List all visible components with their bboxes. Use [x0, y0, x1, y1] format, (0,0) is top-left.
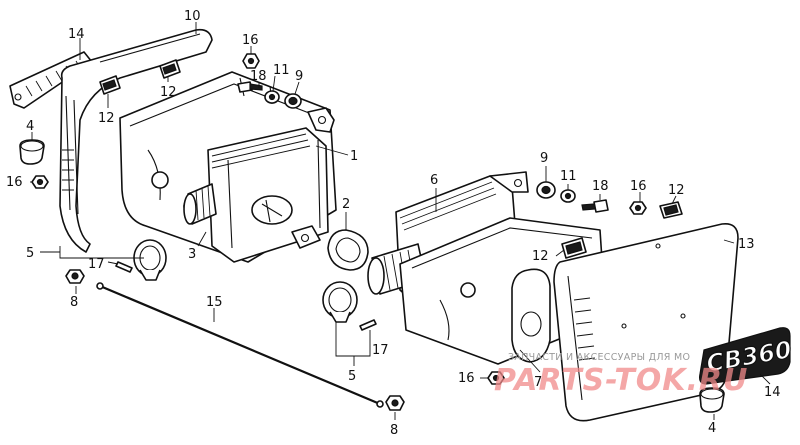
- callout-18-top: 18: [250, 69, 267, 84]
- part-12-left-grommet-b: [159, 59, 181, 79]
- watermark-subtitle: ЗАПЧАСТИ И АКСЕССУАРЫ ДЛЯ МО: [508, 352, 690, 363]
- part-8-left-nut: [65, 269, 85, 284]
- part-4-right-rubber-cap: [699, 387, 725, 413]
- left-mount-bracket: [291, 107, 335, 249]
- callout-5-left: 5: [26, 246, 34, 261]
- part-4-left-rubber-cap: [19, 139, 45, 165]
- callout-17-left: 17: [88, 257, 105, 272]
- callout-4-left: 4: [26, 119, 34, 134]
- callout-10: 10: [184, 9, 201, 24]
- callout-5-middle: 5: [348, 369, 356, 384]
- callout-12-right-a: 12: [532, 249, 549, 264]
- part-8-bottom-nut: [385, 395, 405, 411]
- callout-9-right: 9: [540, 151, 548, 166]
- part-16-nut-top: [242, 53, 260, 69]
- callout-1: 1: [350, 149, 358, 164]
- part-17-middle-screw: [359, 319, 377, 331]
- part-9-grommet-top: [284, 93, 302, 109]
- part-2-rubber-band: [327, 229, 369, 271]
- part-9-grommet-right: [536, 181, 556, 199]
- watermark: ЗАПЧАСТИ И АКСЕССУАРЫ ДЛЯ МО PARTS-TOK.R…: [494, 352, 748, 398]
- callout-11-top: 11: [273, 63, 290, 78]
- callout-8-bottom: 8: [390, 423, 398, 438]
- part-16-nut-left: [31, 175, 49, 189]
- callout-9-top: 9: [295, 69, 303, 84]
- callout-6: 6: [430, 173, 438, 188]
- callout-2: 2: [342, 197, 350, 212]
- left-intake-tube: [183, 183, 217, 225]
- callout-11-right: 11: [560, 169, 577, 184]
- callout-15: 15: [206, 295, 223, 310]
- part-10-left-side-cover: [59, 28, 213, 253]
- part-15-rod: [96, 282, 384, 408]
- callout-12-left-b: 12: [160, 85, 177, 100]
- callout-12-right-b: 12: [668, 183, 685, 198]
- callout-16-right: 16: [630, 179, 647, 194]
- leader-lines: [30, 22, 771, 420]
- callout-3: 3: [188, 247, 196, 262]
- part-7-right-air-cleaner-case: [399, 217, 607, 365]
- part-1-left-filter-element: [207, 127, 329, 263]
- part-18-bolt-right: [581, 199, 609, 213]
- callout-numbers: 14 10 16 18 11 9 12 12 4 16 1 2 3 5 17 8…: [6, 9, 781, 438]
- callout-13: 13: [738, 237, 755, 252]
- callout-8-left: 8: [70, 295, 78, 310]
- part-11-washer-top: [264, 90, 280, 104]
- callout-12-left-a: 12: [98, 111, 115, 126]
- part-11-washer-right: [560, 189, 576, 203]
- callout-16-left: 16: [6, 175, 23, 190]
- part-12-right-grommet-a: [561, 237, 587, 259]
- part-12-right-grommet-b: [659, 201, 683, 219]
- part-5-left-hose-clamp: [133, 239, 167, 281]
- callout-16-bottom: 16: [458, 371, 475, 386]
- callout-17-middle: 17: [372, 343, 389, 358]
- watermark-brand: PARTS-TOK.RU: [494, 363, 748, 398]
- callout-18-right: 18: [592, 179, 609, 194]
- part-12-left-grommet-a: [99, 75, 121, 95]
- callout-4-right: 4: [708, 421, 716, 436]
- callout-14-top: 14: [68, 27, 85, 42]
- part-5-middle-hose-clamp: [322, 281, 358, 323]
- callout-16-top: 16: [242, 33, 259, 48]
- callout-7: 7: [534, 375, 542, 390]
- callout-14-right: 14: [764, 385, 781, 400]
- part-17-left-screw: [115, 261, 133, 273]
- part-16-nut-right: [629, 201, 647, 215]
